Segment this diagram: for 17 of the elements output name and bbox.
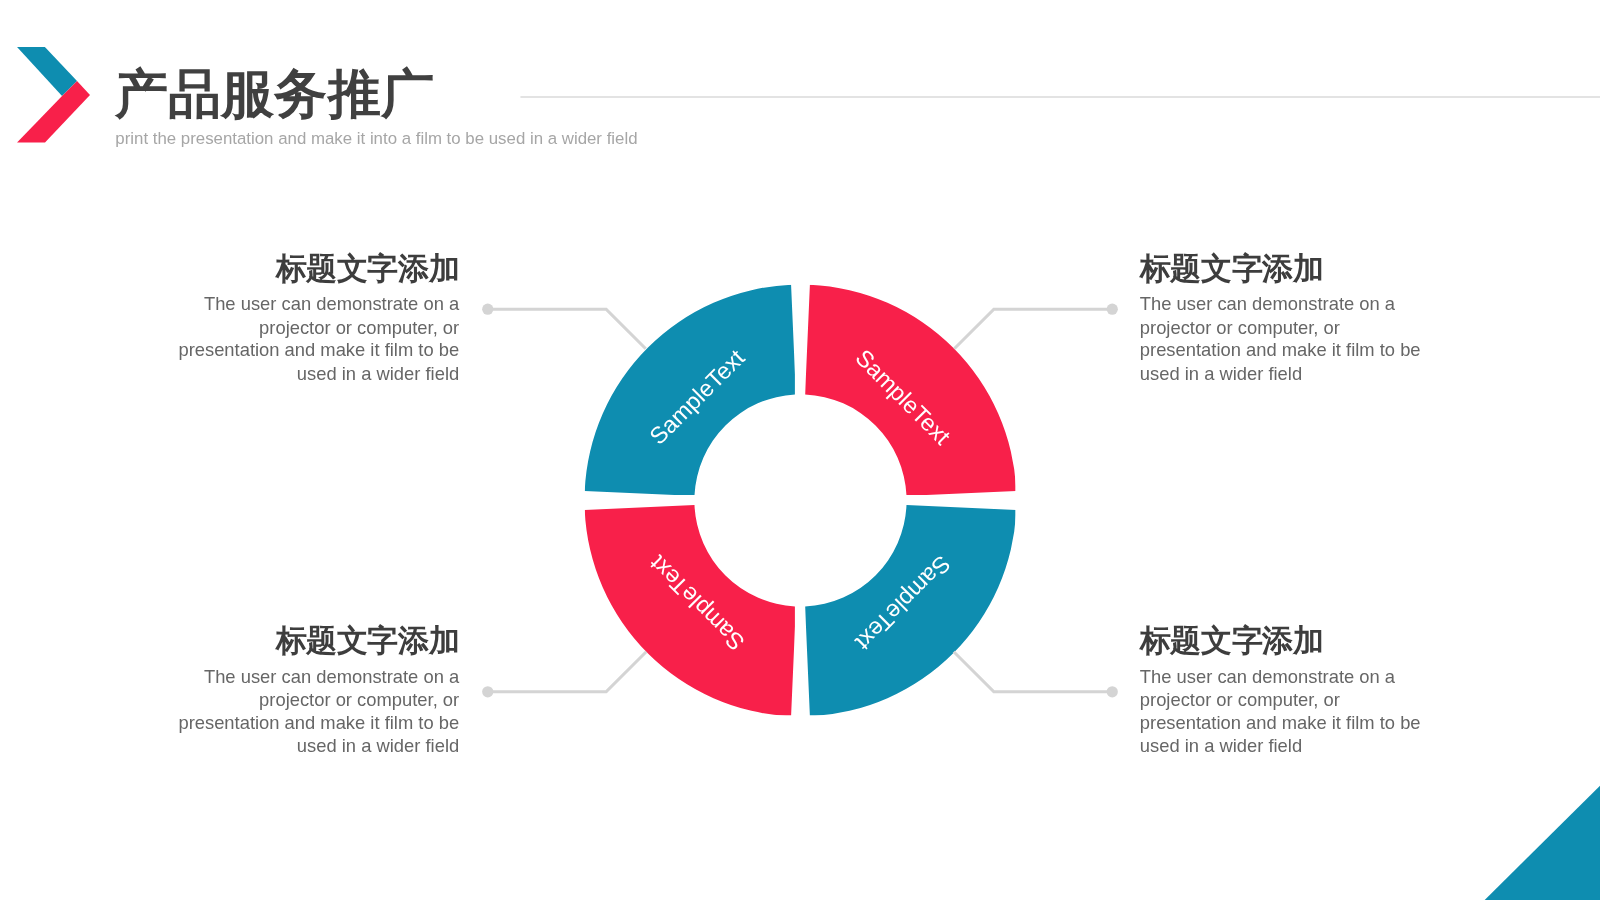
leader-line <box>482 650 648 698</box>
leader-line <box>953 303 1118 350</box>
body-text: The user can demonstrate on a projector or computer, or presentation and make it film to be used in a wider field <box>1139 292 1422 386</box>
heading: 标题文字添加 <box>1139 250 1325 287</box>
ring-segment <box>584 504 796 716</box>
ring-segment <box>804 284 1016 496</box>
subtitle: print the presentation and make it into a film to be used in a wider field <box>115 127 638 148</box>
leader-line <box>952 650 1118 698</box>
ring-segment <box>804 504 1016 716</box>
body-text: The user can demonstrate on a projector or computer, or presentation and make it film to be used in a wider field <box>177 665 460 758</box>
heading: 标题文字添加 <box>274 250 460 287</box>
body-text: The user can demonstrate on a projector or computer, or presentation and make it film to be used in a wider field <box>177 292 460 386</box>
ring-segment <box>584 284 796 496</box>
title: 产品服务推广 <box>115 67 434 121</box>
body-text: The user can demonstrate on a projector or computer, or presentation and make it film to be used in a wider field <box>1139 665 1422 758</box>
heading: 标题文字添加 <box>1139 622 1325 660</box>
heading: 标题文字添加 <box>274 622 460 660</box>
